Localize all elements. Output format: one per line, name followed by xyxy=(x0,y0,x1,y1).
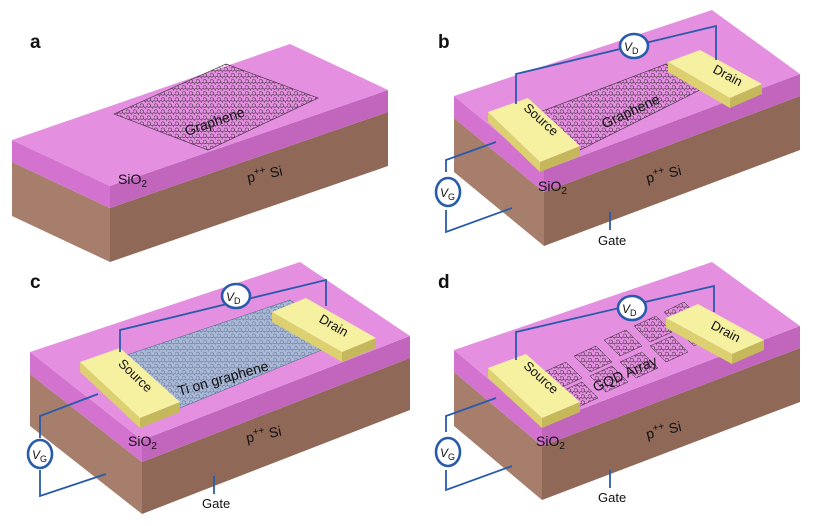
vg-meter-b: VG xyxy=(434,176,462,208)
panel-label-c: c xyxy=(30,272,41,293)
svg-text:VD: VD xyxy=(226,290,241,306)
oxide-label-b: SiO2 xyxy=(538,178,567,197)
oxide-label-d: SiO2 xyxy=(536,433,565,452)
graphene-sheet-a xyxy=(113,63,319,151)
substrate-label-c: p++ Si xyxy=(244,422,283,446)
drain-wire-b xyxy=(515,24,717,104)
gate-wire-d xyxy=(445,397,513,492)
source-electrode-c xyxy=(80,348,180,428)
svg-text:VG: VG xyxy=(440,446,455,462)
substrate-label-b: p++ Si xyxy=(644,161,683,186)
gate-label-b: Gate xyxy=(598,233,626,248)
vd-meter-b: VD xyxy=(618,32,650,60)
svg-text:VD: VD xyxy=(624,40,639,56)
substrate-side-b xyxy=(544,96,800,246)
oxide-front-c xyxy=(30,352,142,462)
substrate-front-d xyxy=(454,372,542,500)
vg-meter-d: VG xyxy=(434,436,462,468)
oxide-front-b xyxy=(454,96,544,192)
oxide-front-d xyxy=(454,350,542,446)
drain-wire-d xyxy=(515,284,715,360)
svg-text:VD: VD xyxy=(622,302,637,318)
oxide-side-c xyxy=(142,336,410,462)
drain-electrode-c xyxy=(272,298,376,362)
oxide-label-c: SiO2 xyxy=(128,433,157,452)
substrate-front-a xyxy=(12,162,110,262)
gate-wire-b xyxy=(445,141,513,234)
vg-meter-c: VG xyxy=(26,438,54,470)
source-electrode-b xyxy=(488,98,580,172)
drain-wire-c xyxy=(119,278,327,352)
panel-c: c VD VG Ti on graphene xyxy=(26,262,410,514)
substrate-side-a xyxy=(110,112,388,262)
panel-d: d xyxy=(434,262,800,505)
svg-text:VG: VG xyxy=(32,448,47,464)
substrate-side-d xyxy=(542,348,800,500)
source-electrode-d xyxy=(488,354,580,428)
substrate-label-a: p++ Si xyxy=(245,161,284,185)
vd-meter-d: VD xyxy=(616,294,648,322)
gate-label-d: Gate xyxy=(598,490,626,505)
panel-label-d: d xyxy=(438,272,450,293)
gate-wire-c xyxy=(39,393,107,498)
gate-label-c: Gate xyxy=(202,496,230,511)
oxide-front-a xyxy=(12,140,110,208)
vd-meter-c: VD xyxy=(220,282,252,310)
oxide-label-a: SiO2 xyxy=(118,171,147,190)
panel-label-b: b xyxy=(438,32,450,53)
substrate-label-d: p++ Si xyxy=(644,417,683,442)
oxide-side-a xyxy=(110,90,388,208)
panel-b: b VD VG Graphene So xyxy=(434,10,800,248)
panel-label-a: a xyxy=(30,32,41,53)
drain-electrode-d xyxy=(666,304,764,364)
substrate-front-b xyxy=(454,118,544,246)
panel-a: a Graphene SiO2 p++ Si xyxy=(12,32,388,262)
svg-text:VG: VG xyxy=(440,186,455,202)
drain-electrode-b xyxy=(668,50,762,108)
substrate-side-c xyxy=(142,358,410,514)
